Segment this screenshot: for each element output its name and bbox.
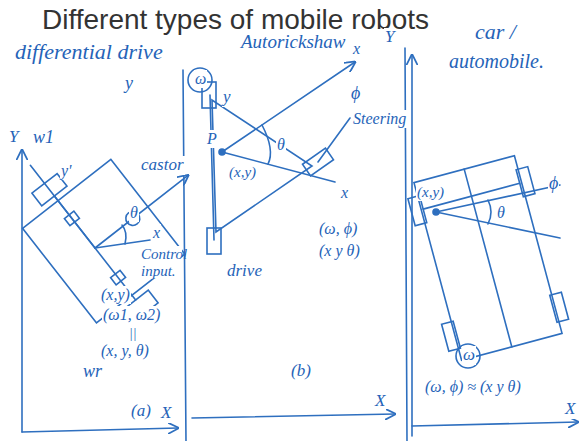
differential-drive-robot [0, 93, 238, 341]
handwritten-label: (x y θ) [318, 242, 361, 260]
car-robot-stroke [550, 292, 569, 322]
handwritten-label: y [222, 88, 232, 107]
handwritten-label: (x, y, θ) [100, 342, 150, 360]
panel-a-axes-stroke [21, 150, 23, 432]
panel-a-axes [22, 150, 178, 432]
differential-drive-robot-stroke [111, 270, 126, 284]
handwritten-label: ω [462, 346, 476, 365]
panel-c-reference-stroke [488, 200, 491, 224]
handwritten-label: automobile. [448, 50, 545, 72]
handwritten-label: Y [384, 28, 395, 47]
panel-a-reference-stroke [122, 225, 126, 244]
handwritten-label: (ω, ϕ) ≈ (x y θ) [424, 378, 522, 396]
handwritten-label: || [128, 326, 138, 341]
handwritten-label: x [152, 224, 161, 242]
handwritten-label: X [564, 400, 576, 419]
handwritten-label: (x,y) [416, 184, 445, 201]
handwritten-label: Steering [352, 110, 407, 128]
panel-dividers-stroke [405, 48, 407, 441]
handwritten-label: x [352, 40, 361, 58]
car-robot-stroke [442, 321, 461, 351]
handwritten-label: (a) [130, 402, 152, 421]
handwritten-label: car / [474, 20, 517, 44]
handwritten-label: x [340, 184, 349, 202]
panel-c-axes-stroke [411, 55, 413, 436]
autorickshaw-robot-stroke [222, 152, 335, 182]
handwritten-label: ϕ [350, 84, 361, 104]
handwritten-label: Y [8, 128, 19, 147]
slide-title: Different types of mobile robots [42, 4, 429, 36]
panel-c-reference-stroke [456, 344, 480, 368]
autorickshaw-robot-stroke [188, 68, 212, 92]
handwritten-label: y [124, 74, 134, 94]
panel-dividers [183, 48, 407, 441]
panel-c-axes [412, 55, 578, 436]
handwritten-label: Control input. [140, 246, 182, 279]
handwritten-label: wr [82, 362, 103, 382]
handwritten-label: (ω1, ω2) [102, 306, 161, 324]
handwritten-label: (x,y) [228, 164, 257, 181]
panel-a-axes-stroke [22, 428, 178, 432]
panel-a-reference [95, 225, 150, 248]
handwritten-label: (x,y) [100, 286, 131, 304]
autorickshaw-robot-stroke [318, 118, 350, 162]
handwritten-label: (ω, ϕ) [318, 220, 358, 238]
handwritten-label: θ [129, 204, 139, 222]
handwritten-label: differential drive [14, 40, 164, 64]
panel-b-axes [192, 414, 395, 418]
handwritten-label: Autorickshaw [240, 32, 347, 53]
autorickshaw-robot-stroke [212, 100, 312, 232]
car-robot [404, 153, 571, 363]
panel-b-axes-stroke [192, 414, 395, 418]
handwritten-label: castor [140, 156, 185, 175]
handwritten-label: X [374, 392, 386, 411]
handwritten-label: θ [496, 204, 506, 222]
handwritten-label: θ [276, 136, 286, 154]
panel-c-reference [433, 185, 560, 368]
handwritten-label: (b) [290, 362, 312, 381]
handwritten-label: w1 [32, 128, 55, 148]
differential-drive-robot-stroke [95, 175, 188, 248]
handwritten-label: ϕ [548, 174, 559, 194]
handwritten-label: y' [60, 162, 73, 180]
handwritten-label: P [206, 130, 218, 148]
car-robot-stroke [414, 156, 562, 361]
handwritten-label: ω [194, 70, 207, 88]
panel-c-axes-stroke [412, 422, 578, 426]
handwritten-label: X [160, 404, 172, 423]
handwritten-label: drive [226, 262, 263, 281]
autorickshaw-robot-stroke [262, 125, 270, 164]
